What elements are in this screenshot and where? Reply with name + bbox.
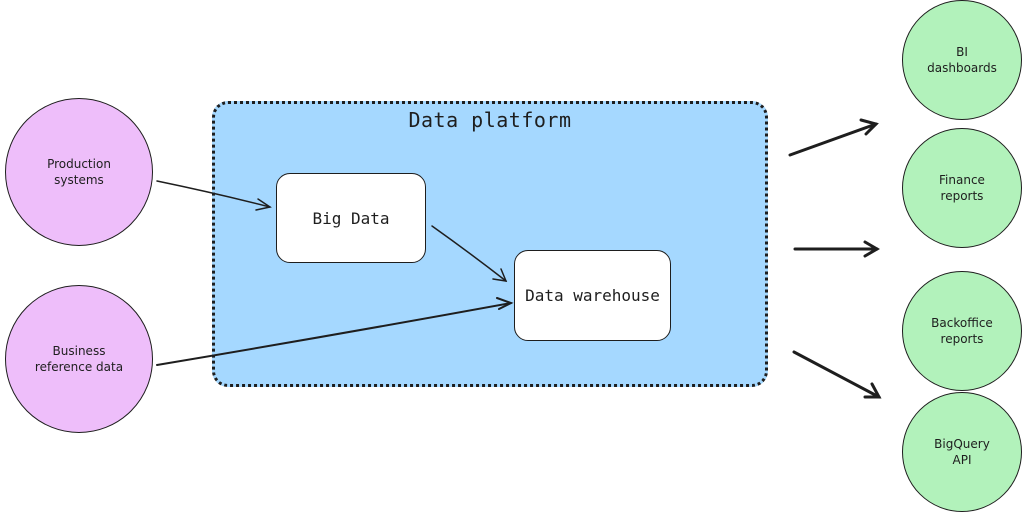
- output-bigquery-api[interactable]: BigQuery API: [902, 392, 1022, 512]
- arrow-platform-to-bi-dashboards: [788, 118, 879, 157]
- arrow-platform-to-backoffice-reports: [792, 350, 882, 399]
- big-data-box[interactable]: Big Data: [276, 173, 426, 263]
- big-data-label: Big Data: [312, 208, 390, 228]
- output-label-line1: Backoffice: [931, 316, 993, 330]
- data-warehouse-box[interactable]: Data warehouse: [514, 250, 671, 341]
- arrow-business-to-warehouse: [156, 297, 514, 366]
- platform-title: Data platform: [408, 108, 572, 132]
- source-label-line1: Production: [47, 157, 111, 171]
- source-label-line2: reference data: [34, 360, 124, 374]
- output-label-line2: API: [952, 453, 972, 467]
- arrow-bigdata-to-warehouse: [431, 225, 508, 282]
- output-backoffice-reports[interactable]: Backoffice reports: [902, 271, 1022, 391]
- source-production-systems[interactable]: Production systems: [5, 98, 153, 246]
- output-finance-reports[interactable]: Finance reports: [902, 128, 1022, 248]
- source-label-line1: Business: [52, 344, 106, 358]
- arrow-production-to-bigdata: [156, 180, 272, 211]
- output-bi-dashboards[interactable]: BI dashboards: [902, 0, 1022, 120]
- output-label-line2: reports: [940, 189, 984, 203]
- data-warehouse-label: Data warehouse: [525, 286, 660, 305]
- source-business-reference-data[interactable]: Business reference data: [5, 285, 153, 433]
- output-label-line1: BI: [956, 45, 968, 59]
- arrow-platform-to-finance-reports: [793, 240, 880, 258]
- output-label-line1: BigQuery: [934, 437, 990, 451]
- output-label-line1: Finance: [939, 173, 985, 187]
- output-label-line2: reports: [940, 332, 984, 346]
- source-label-line2: systems: [54, 173, 104, 187]
- output-label-line2: dashboards: [927, 61, 997, 75]
